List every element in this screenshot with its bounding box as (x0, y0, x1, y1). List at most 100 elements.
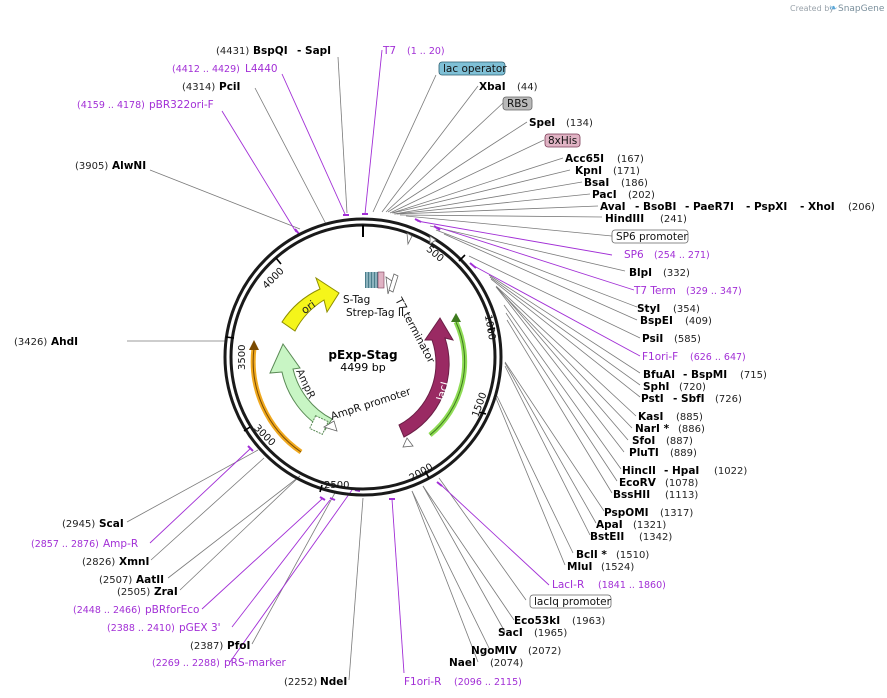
label-bspei-pos: (409) (685, 316, 712, 327)
ruler-label-3500: 3500 (237, 345, 248, 370)
label-xmni[interactable]: XmnI (119, 556, 149, 568)
label-avai-pos: (206) (848, 202, 875, 213)
label-t7-term-range: (329 .. 347) (686, 286, 742, 297)
label-kasi[interactable]: KasI (638, 411, 663, 423)
credit-text: Created by (790, 4, 834, 13)
label-t7-term[interactable]: T7 Term (633, 285, 676, 297)
label-naei-pos: (2074) (490, 658, 523, 669)
ampr-dashed-region (309, 415, 329, 435)
label-f1ori-r-range: (2096 .. 2115) (454, 677, 522, 688)
laciq-promoter-arrow (402, 437, 414, 448)
s-tag-cluster (365, 271, 385, 289)
laci-label: lacI (434, 380, 451, 402)
label-pspxi[interactable]: - PspXI (746, 201, 787, 213)
label-apai[interactable]: ApaI (596, 519, 623, 531)
snapgene-logo-icon: ❧ (829, 3, 837, 14)
rbs-box[interactable] (502, 96, 533, 111)
label-ndei[interactable]: NdeI (320, 676, 347, 688)
label-saci[interactable]: SacI (498, 627, 523, 639)
laci-primer-band-core (429, 321, 466, 436)
label-sfoi[interactable]: SfoI (632, 435, 655, 447)
label-bsai[interactable]: BsaI (584, 177, 609, 189)
label-sapi[interactable]: - SapI (297, 45, 331, 57)
label-f1ori-r[interactable]: F1ori-R (404, 676, 441, 688)
label-ngomiv[interactable]: NgoMIV (471, 645, 518, 657)
label-laci-r-range: (1841 .. 1860) (598, 580, 666, 591)
label-lac-operator: lac operator (443, 63, 507, 75)
label-pspomi[interactable]: PspOMI (604, 507, 649, 519)
label-psti[interactable]: PstI (641, 393, 664, 405)
label-amp-r[interactable]: Amp-R (103, 538, 138, 550)
label-styi[interactable]: StyI (637, 303, 660, 315)
label-mlui[interactable]: MluI (567, 561, 592, 573)
label-naei[interactable]: NaeI (449, 657, 476, 669)
label-blpi[interactable]: BlpI (629, 267, 652, 279)
label-ecorv[interactable]: EcoRV (619, 477, 657, 489)
label-bsshii[interactable]: BssHII (613, 489, 650, 501)
label-rbs: RBS (507, 98, 528, 110)
label-sbfi[interactable]: - SbfI (673, 393, 705, 405)
label-acc65i-pos: (167) (617, 154, 644, 165)
laci-primer-band-head (451, 313, 461, 322)
label-pbr322ori-f[interactable]: pBR322ori-F (149, 99, 214, 111)
label-prs-marker[interactable]: pRS-marker (224, 657, 287, 669)
label-spei[interactable]: SpeI (529, 117, 555, 129)
label-l4440[interactable]: L4440 (245, 63, 278, 75)
label-psii[interactable]: PsiI (642, 333, 663, 345)
label-pfoi-pos: (2387) (190, 641, 223, 652)
label-hpai[interactable]: - HpaI (664, 465, 699, 477)
strep-tag-arrow (388, 273, 399, 293)
label-zrai-pos: (2505) (117, 587, 150, 598)
label-scai-pos: (2945) (62, 519, 95, 530)
label-hindiii[interactable]: HindIII (605, 213, 644, 225)
label-pbrforeco[interactable]: pBRforEco (145, 604, 199, 616)
label-alwni-pos: (3905) (75, 161, 108, 172)
label-pgex3[interactable]: pGEX 3' (179, 622, 221, 634)
label-bspei[interactable]: BspEI (640, 315, 673, 327)
label-pspomi-pos: (1317) (660, 508, 693, 519)
label-ahdi-pos: (3426) (14, 337, 47, 348)
label-kasi-pos: (885) (676, 412, 703, 423)
label-pluti[interactable]: PluTI (629, 447, 659, 459)
label-pfoi[interactable]: PfoI (227, 640, 250, 652)
label-t7[interactable]: T7 (382, 45, 396, 57)
label-aatii[interactable]: AatII (136, 574, 164, 586)
backbone-outer-strand (223, 217, 503, 497)
label-xbai-pos: (44) (517, 82, 538, 93)
label-apai-pos: (1321) (633, 520, 666, 531)
label-bsobi[interactable]: - BsoBI (635, 201, 676, 213)
label-bspmi[interactable]: - BspMI (683, 369, 727, 381)
label-kpni-pos: (171) (613, 166, 640, 177)
label-xbai[interactable]: XbaI (479, 81, 506, 93)
label-bcli[interactable]: BclI * (576, 549, 607, 561)
8xhis-box[interactable] (544, 133, 581, 148)
label-ahdi[interactable]: AhdI (51, 336, 78, 348)
label-alwni[interactable]: AlwNI (112, 160, 146, 172)
label-zrai[interactable]: ZraI (154, 586, 178, 598)
label-scai[interactable]: ScaI (99, 518, 124, 530)
label-bspqi-pos: (4431) (216, 46, 249, 57)
sp6-promoter-box[interactable] (611, 229, 689, 244)
label-paer7i[interactable]: - PaeR7I (685, 201, 734, 213)
label-bsteii[interactable]: BstEII (590, 531, 624, 543)
label-nari[interactable]: NarI * (635, 423, 670, 435)
label-bspqi[interactable]: BspQI (253, 45, 288, 57)
label-kpni[interactable]: KpnI (575, 165, 602, 177)
label-acc65i[interactable]: Acc65I (565, 153, 604, 165)
label-sphi[interactable]: SphI (643, 381, 669, 393)
label-eco53ki[interactable]: Eco53kI (514, 615, 560, 627)
label-xhoi[interactable]: - XhoI (800, 201, 835, 213)
label-f1ori-f[interactable]: F1ori-F (642, 351, 678, 363)
label-hincii-pos: (1022) (714, 466, 747, 477)
label-pcii[interactable]: PciI (219, 81, 240, 93)
ampr-promoter-label: AmpR promoter (329, 385, 413, 422)
laciq-promoter-box[interactable] (529, 594, 612, 609)
label-sp6[interactable]: SP6 (624, 249, 644, 261)
label-laci-r[interactable]: LacI-R (552, 579, 584, 591)
label-avai[interactable]: AvaI (600, 201, 626, 213)
label-paci[interactable]: PacI (592, 189, 617, 201)
lac-operator-box[interactable] (438, 61, 506, 76)
label-bfuai[interactable]: BfuAI (643, 369, 675, 381)
label-hincii[interactable]: HincII (622, 465, 656, 477)
